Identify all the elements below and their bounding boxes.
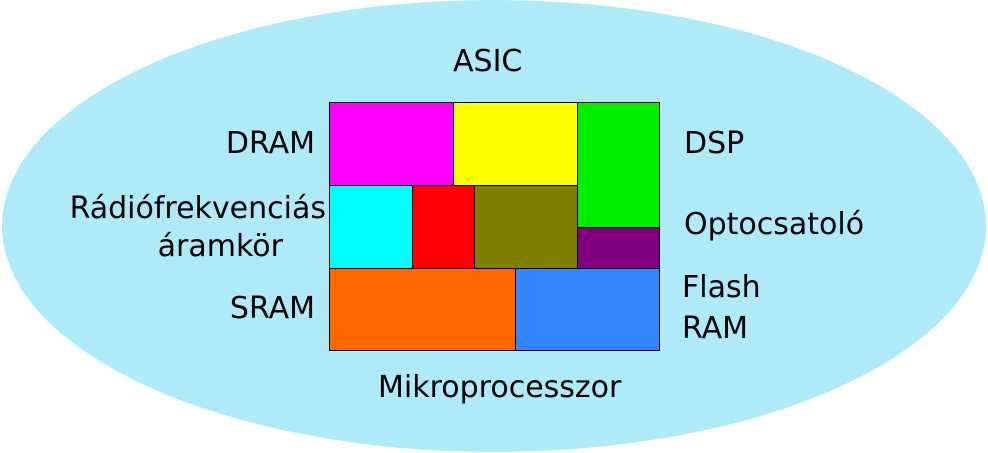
- block-dsp: [577, 102, 660, 228]
- label-microprocessor: Mikroprocesszor: [378, 370, 622, 405]
- label-optocoupler: Optocsatoló: [684, 207, 865, 242]
- block-optocoupler: [577, 227, 660, 269]
- label-dram: DRAM: [225, 126, 315, 161]
- block-radio-olive: [474, 185, 578, 269]
- label-flash-line2: RAM: [682, 311, 749, 346]
- label-asic: ASIC: [453, 44, 523, 79]
- label-radio-line2: áramkör: [157, 229, 283, 264]
- block-flash-ram: [515, 268, 660, 351]
- label-sram: SRAM: [229, 291, 315, 326]
- block-radio-red: [412, 185, 475, 269]
- label-dsp: DSP: [684, 126, 745, 161]
- block-dram: [329, 102, 454, 186]
- block-asic: [453, 102, 578, 186]
- label-radio-line1: Rádiófrekvenciás: [69, 191, 326, 226]
- label-flash-line1: Flash: [682, 270, 761, 305]
- block-sram: [329, 268, 516, 351]
- block-radio-cyan: [329, 185, 413, 269]
